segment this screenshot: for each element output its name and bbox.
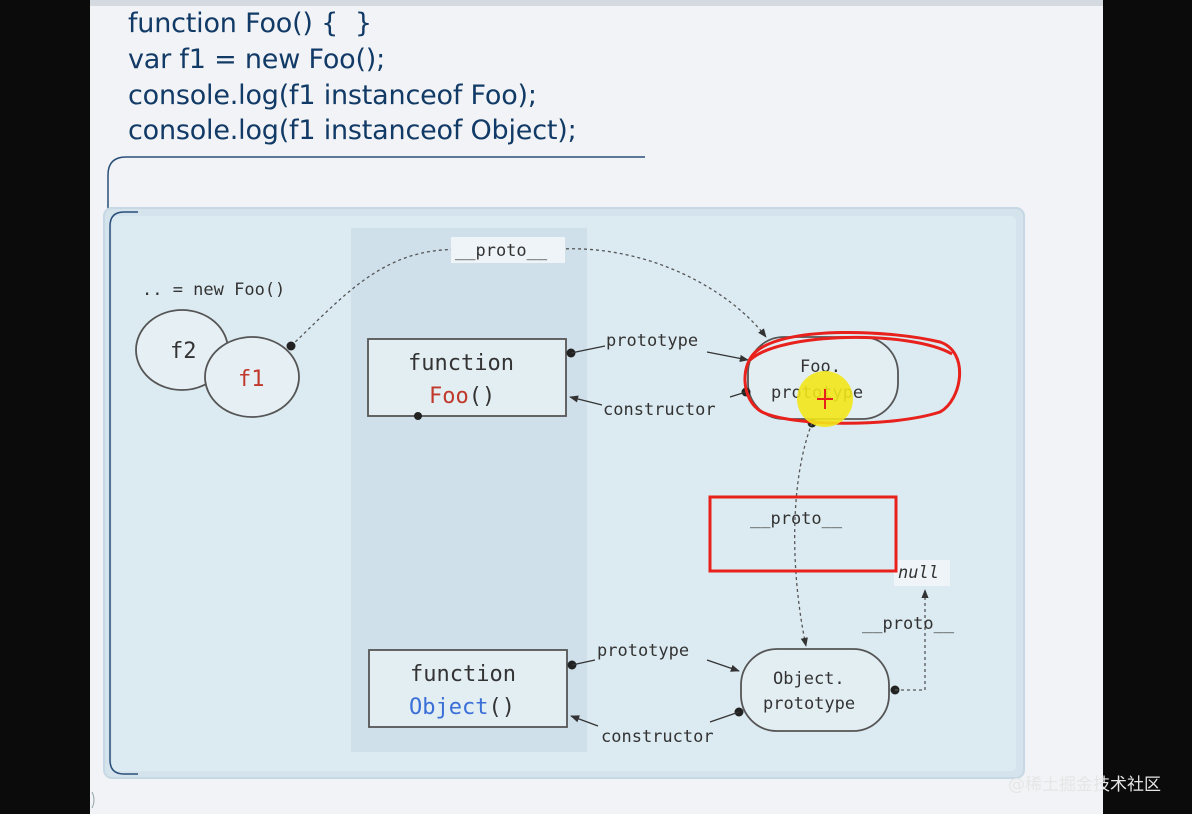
object-prototype-node [740, 648, 890, 732]
code-line-4: console.log(f1 instanceof Object); [128, 115, 577, 146]
null-label: null [898, 563, 939, 583]
left-tick [91, 791, 95, 809]
edge-label-proto-middle: __proto__ [750, 509, 843, 529]
function-object-box [368, 649, 568, 728]
slide: function Foo() { } var f1 = new Foo(); c… [90, 0, 1103, 814]
highlight-box [708, 495, 898, 573]
cursor-cross [817, 389, 833, 409]
foo-box-keyword: function [408, 351, 514, 376]
watermark: @稀土掘金技术社区 [1008, 775, 1161, 795]
edge-label-constructor-object: constructor [601, 727, 714, 747]
highlight-ellipse [743, 331, 962, 425]
f1-label: f1 [238, 367, 265, 392]
edge-object-prototype [571, 659, 739, 671]
object-prototype-line1: Object. [773, 669, 845, 689]
edge-label-prototype-foo: prototype [606, 331, 698, 351]
edge-object-proto [895, 589, 929, 691]
new-foo-label: .. = new Foo() [142, 280, 285, 300]
edge-label-prototype-object: prototype [597, 641, 689, 661]
object-prototype-line2: prototype [763, 694, 855, 714]
edge-f1-proto [290, 248, 766, 347]
foo-box-name: Foo() [429, 384, 495, 409]
code-line-2: var f1 = new Foo(); [128, 44, 386, 75]
edge-object-constructor [571, 712, 740, 727]
edge-foo-constructor [570, 392, 747, 405]
panel-bracket [109, 211, 138, 775]
object-box-name: Object() [409, 695, 515, 720]
code-line-1: function Foo() { } [128, 8, 372, 39]
edge-foo-prototype [570, 345, 748, 360]
prototype-diagram: f2 f1 .. = new Foo() function Foo() func… [91, 156, 1025, 809]
proto-top-bg [451, 237, 565, 263]
f2-label: f2 [170, 339, 197, 364]
f1-circle [204, 336, 300, 418]
edge-label-proto-object: __proto__ [862, 614, 955, 634]
null-bg [894, 560, 950, 586]
f1-port [286, 341, 296, 351]
edge-label-proto-top: __proto__ [455, 241, 548, 261]
function-foo-box [367, 338, 567, 417]
object-box-keyword: function [410, 662, 516, 687]
code-underline [107, 156, 645, 410]
top-rule [90, 0, 1103, 6]
code-line-3: console.log(f1 instanceof Foo); [128, 80, 537, 111]
edge-label-constructor-foo: constructor [603, 400, 716, 420]
object-name: Object [409, 695, 488, 720]
object-parens: () [488, 695, 515, 720]
foo-box-port-bottom [414, 412, 422, 420]
foo-parens: () [469, 384, 496, 409]
foo-name: Foo [429, 384, 469, 409]
